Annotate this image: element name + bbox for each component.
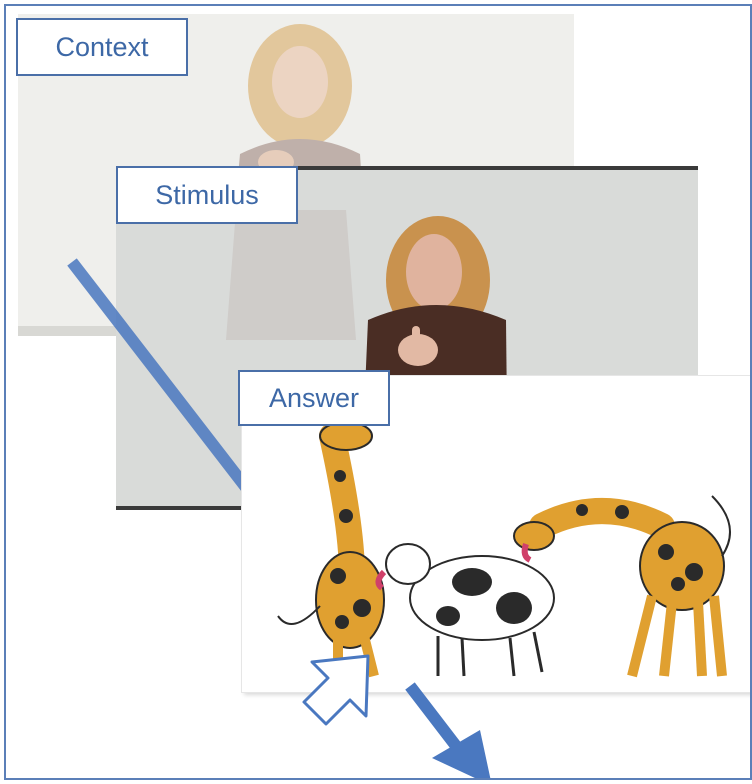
context-label: Context xyxy=(16,18,188,76)
giraffe-cow-cartoon xyxy=(242,376,750,692)
right-giraffe xyxy=(513,495,731,678)
cow xyxy=(375,543,555,677)
answer-label: Answer xyxy=(238,370,390,426)
answer-panel xyxy=(242,376,750,692)
diagonal-flow-arrow xyxy=(67,258,256,498)
left-giraffe xyxy=(277,421,385,678)
figure-frame: Context Stimulus Answer xyxy=(4,4,752,780)
stimulus-label: Stimulus xyxy=(116,166,298,224)
